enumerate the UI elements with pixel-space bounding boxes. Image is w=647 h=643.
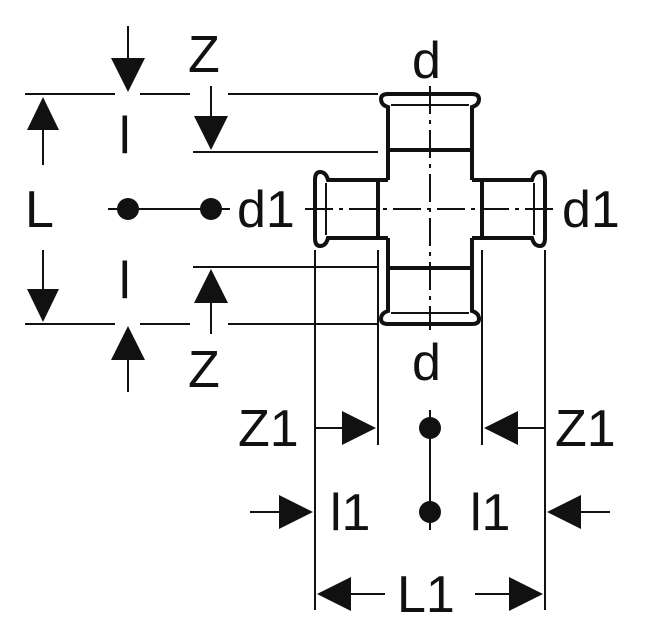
label-L: L (25, 181, 54, 239)
arrow-left-icon (484, 411, 518, 445)
arrow-up-icon (194, 269, 228, 303)
label-l-upper: l (119, 107, 131, 165)
arrow-down-icon (111, 58, 145, 92)
center-dot (419, 417, 441, 439)
arrow-left-icon (317, 577, 351, 611)
l-segment-arrows (111, 26, 145, 392)
label-L1: L1 (397, 566, 455, 624)
arrow-down-icon (27, 289, 59, 322)
center-dot (117, 198, 139, 220)
cross-fitting (305, 86, 555, 330)
label-l-lower: l (119, 252, 131, 310)
arrow-up-icon (111, 326, 145, 360)
arrow-right-icon (509, 577, 543, 611)
label-l1-left: l1 (330, 484, 370, 542)
arrow-up-icon (27, 97, 59, 130)
label-l1-right: l1 (470, 484, 510, 542)
label-z1-left: Z1 (238, 400, 299, 458)
label-d-bottom: d (412, 334, 441, 392)
z-dimension-arrows (194, 86, 228, 334)
arrow-right-icon (279, 495, 313, 529)
center-dot (200, 198, 222, 220)
arrow-left-icon (547, 495, 581, 529)
label-z1-right: Z1 (555, 400, 616, 458)
label-d1-left: d1 (237, 181, 295, 239)
label-d-top: d (412, 32, 441, 90)
label-z-bottom: Z (188, 341, 220, 399)
label-d1-right: d1 (562, 181, 620, 239)
horizontal-dimension-guides (250, 250, 610, 611)
arrow-down-icon (194, 116, 228, 150)
l-dimension-arrows (27, 97, 59, 322)
arrow-right-icon (342, 411, 376, 445)
label-z-top: Z (188, 26, 220, 84)
center-dot (419, 501, 441, 523)
